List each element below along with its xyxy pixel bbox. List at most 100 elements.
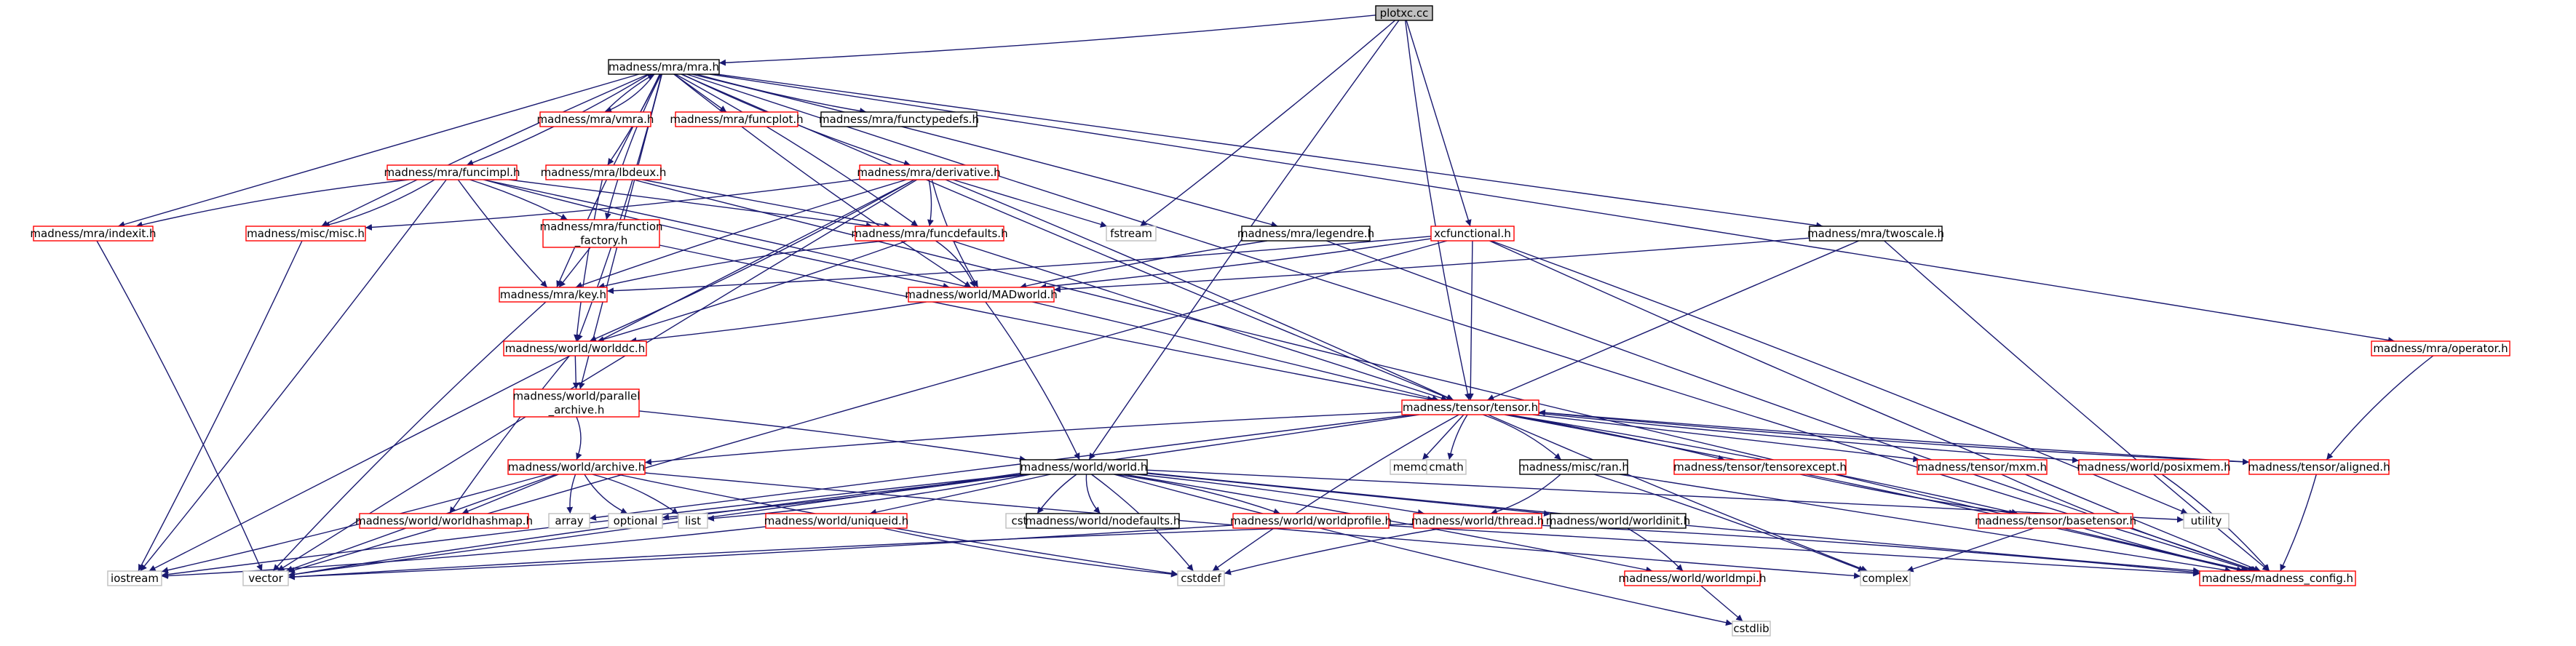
- node-legendre[interactable]: madness/mra/legendre.h: [1237, 226, 1374, 242]
- node-worlddc[interactable]: madness/world/worlddc.h: [503, 340, 647, 356]
- dependency-nodes: plotxc.cc madness/mra/mra.h madness/mra/vm…: [30, 5, 2510, 637]
- edge-funcimpl-to-funcdefaults: [509, 179, 873, 229]
- edge-plotxc-to-fstream: [1139, 20, 1396, 227]
- node-label: madness/tensor/tensorexcept.h: [1673, 460, 1847, 474]
- node-box: [1020, 459, 1148, 475]
- node-box: [513, 388, 640, 418]
- node-label: cstddef: [1181, 572, 1221, 585]
- edge-derivative-to-worlddc: [589, 179, 915, 342]
- edge-derivative-to-iostream: [148, 179, 915, 572]
- node-worldhashmap[interactable]: madness/world/worldhashmap.h: [355, 513, 533, 529]
- node-plotxc[interactable]: plotxc.cc: [1375, 5, 1433, 21]
- node-label: madness/mra/function: [539, 220, 662, 234]
- edge-mra-to-legendre: [691, 73, 1278, 228]
- node-madworld[interactable]: madness/world/MADworld.h: [905, 287, 1058, 303]
- node-funcdefaults[interactable]: madness/mra/funcdefaults.h: [851, 226, 1008, 242]
- node-box: [1375, 5, 1433, 21]
- edge-archive-to-array: [566, 474, 576, 514]
- edge-funcfactory-to-tensor: [659, 244, 1435, 402]
- edge-twoscale-to-tensor: [1487, 240, 1859, 401]
- node-label: xcfunctional.h: [1434, 227, 1511, 240]
- node-box: [2371, 340, 2510, 356]
- edge-worldh-to-cstdlib: [1114, 474, 1733, 626]
- edge-madworld-to-worldh: [985, 301, 1080, 460]
- node-cstdlib[interactable]: cstdlib: [1732, 621, 1771, 637]
- node-optional[interactable]: optional: [608, 513, 663, 529]
- node-worldprofile[interactable]: madness/world/worldprofile.h: [1230, 513, 1392, 529]
- node-ran[interactable]: madness/misc/ran.h: [1518, 459, 1629, 475]
- node-uniqueid[interactable]: madness/world/uniqueid.h: [764, 513, 909, 529]
- node-mxm[interactable]: madness/tensor/mxm.h: [1917, 459, 2048, 475]
- node-nodefaults[interactable]: madness/world/nodefaults.h: [1026, 513, 1181, 529]
- node-fstream[interactable]: fstream: [1106, 226, 1157, 242]
- node-worldh[interactable]: madness/world/world.h: [1020, 459, 1148, 475]
- node-box: [608, 59, 720, 75]
- node-label: madness/madness_config.h: [2202, 572, 2353, 586]
- edge-uniqueid-to-cstddef: [882, 527, 1178, 578]
- node-complex[interactable]: complex: [1860, 570, 1911, 586]
- node-basetensor[interactable]: madness/tensor/basetensor.h: [1975, 513, 2136, 529]
- node-vector[interactable]: vector: [242, 570, 289, 586]
- node-funcplot[interactable]: madness/mra/funcplot.h: [670, 111, 804, 127]
- node-label: _factory.h: [574, 234, 627, 248]
- node-label: array: [555, 514, 583, 527]
- node-posixmem[interactable]: madness/world/posixmem.h: [2077, 459, 2231, 475]
- node-parallel[interactable]: madness/world/parallel_archive.h: [513, 388, 641, 418]
- node-funcfactory[interactable]: madness/mra/function_factory.h: [539, 219, 663, 248]
- node-box: [1519, 459, 1628, 475]
- node-twoscale[interactable]: madness/mra/twoscale.h: [1807, 226, 1944, 242]
- node-array[interactable]: array: [548, 513, 590, 529]
- node-utility[interactable]: utility: [2183, 513, 2230, 529]
- edge-tensor-to-ran: [1483, 414, 1562, 460]
- node-iostream[interactable]: iostream: [107, 570, 162, 586]
- edge-archive-to-worldhashmap: [461, 474, 559, 514]
- node-box: [503, 340, 647, 356]
- node-xcfunctional[interactable]: xcfunctional.h: [1430, 226, 1515, 242]
- node-box: [499, 287, 608, 303]
- node-label: madness/mra/funcplot.h: [670, 113, 803, 126]
- node-label: madness/mra/funcdefaults.h: [851, 227, 1007, 240]
- node-operator[interactable]: madness/mra/operator.h: [2371, 340, 2510, 356]
- edge-worldprofile-to-config: [1388, 525, 2200, 577]
- edge-tensor-to-cmath: [1447, 414, 1468, 460]
- node-list[interactable]: list: [678, 513, 708, 529]
- node-vmra[interactable]: madness/mra/vmra.h: [537, 111, 654, 127]
- node-cstddef[interactable]: cstddef: [1177, 570, 1225, 586]
- edge-tensor-to-aligned: [1538, 411, 2250, 466]
- node-worldinit[interactable]: madness/world/worldinit.h: [1546, 513, 1690, 529]
- node-label: fstream: [1110, 227, 1152, 240]
- node-label: plotxc.cc: [1380, 7, 1429, 20]
- edge-funcdefaults-to-madworld: [935, 240, 976, 288]
- node-label: madness/world/worldhashmap.h: [355, 514, 533, 527]
- node-label: madness/mra/key.h: [500, 288, 606, 301]
- node-config[interactable]: madness/madness_config.h: [2199, 570, 2356, 586]
- node-box: [1732, 621, 1771, 637]
- edge-vmra-to-mra: [604, 73, 655, 113]
- node-cmath[interactable]: cmath: [1426, 459, 1467, 475]
- node-misc[interactable]: madness/misc/misc.h: [245, 226, 366, 242]
- node-worldmpi[interactable]: madness/world/worldmpi.h: [1619, 570, 1767, 586]
- node-thread[interactable]: madness/world/thread.h: [1411, 513, 1545, 529]
- edge-archive-to-iostream: [161, 474, 548, 574]
- node-archive[interactable]: madness/world/archive.h: [507, 459, 646, 475]
- node-key[interactable]: madness/mra/key.h: [499, 287, 608, 303]
- edge-madworld-to-worlddc: [630, 301, 927, 344]
- node-functypedefs[interactable]: madness/mra/functypedefs.h: [819, 111, 979, 127]
- node-tensor[interactable]: madness/tensor/tensor.h: [1401, 399, 1539, 415]
- node-label: optional: [614, 514, 658, 527]
- node-label: madness/misc/ran.h: [1518, 460, 1629, 474]
- node-indexit[interactable]: madness/mra/indexit.h: [30, 226, 156, 242]
- node-lbdeux[interactable]: madness/mra/lbdeux.h: [541, 164, 667, 180]
- node-funcimpl[interactable]: madness/mra/funcimpl.h: [384, 164, 520, 180]
- node-mra[interactable]: madness/mra/mra.h: [608, 59, 720, 75]
- node-derivative[interactable]: madness/mra/derivative.h: [857, 164, 1001, 180]
- node-box: [1241, 226, 1371, 242]
- edge-thread-to-config: [1541, 525, 2200, 575]
- node-tensorexcept[interactable]: madness/tensor/tensorexcept.h: [1673, 459, 1847, 475]
- edge-worldh-to-utility: [1146, 469, 2184, 523]
- edge-indexit-to-vector: [96, 240, 263, 572]
- node-label: madness/world/posixmem.h: [2077, 460, 2230, 474]
- edge-worldh-to-thread: [1137, 474, 1425, 516]
- node-label: madness/mra/operator.h: [2373, 342, 2508, 355]
- node-aligned[interactable]: madness/tensor/aligned.h: [2248, 459, 2390, 475]
